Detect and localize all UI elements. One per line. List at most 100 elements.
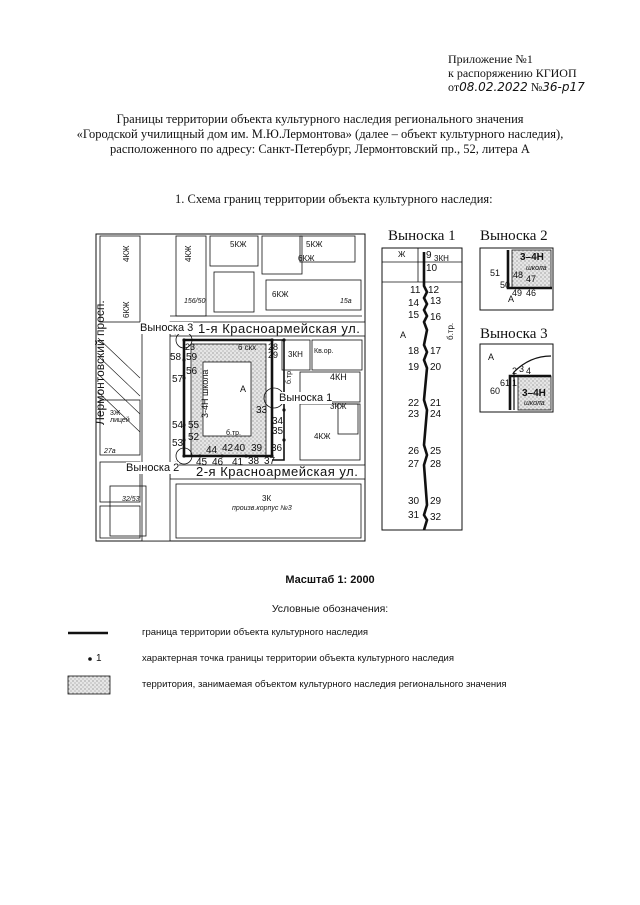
kzh6-mid-label: 6КЖ <box>298 254 315 263</box>
order-date: 08.02.2022 <box>459 80 528 94</box>
c1-p19: 19 <box>408 362 420 373</box>
callout-3-label: Выноска 3 <box>140 322 194 334</box>
appendix-title: Приложение №1 <box>448 52 533 66</box>
c1-p13: 13 <box>430 296 442 307</box>
point-37: 37 <box>264 456 276 467</box>
c2-p46: 46 <box>526 288 537 298</box>
btr2-label: б.тр. <box>286 369 293 384</box>
point-33: 33 <box>256 405 268 416</box>
legend-hatch-symbol <box>67 675 111 695</box>
legend-point-symbol <box>88 657 92 661</box>
kn4-label: 4КН <box>330 372 347 382</box>
c2-school: школа <box>526 265 547 272</box>
callout-2-label: Выноска 2 <box>126 462 180 474</box>
c1-p21: 21 <box>430 398 442 409</box>
kvor-label: Кв.ор. <box>314 348 334 355</box>
point-44: 44 <box>206 445 218 456</box>
street-north-label: 1-я Красноармейская ул. <box>198 321 361 336</box>
c1-p30: 30 <box>408 496 420 507</box>
kzh5b-label: 5КЖ <box>306 240 323 249</box>
street-west-label: Лермонтовский просп. <box>93 300 107 425</box>
kn3-label: 3КН <box>288 350 303 359</box>
c1-p20: 20 <box>430 362 442 373</box>
appendix-header: Приложение №1 к распоряжению КГИОП от08.… <box>448 52 588 94</box>
callout-3-boundary <box>508 374 551 410</box>
callout-1-frame <box>381 247 463 531</box>
k3-label: 3К <box>262 494 272 503</box>
title-line-1: Границы территории объекта культурного н… <box>116 112 524 126</box>
point-55: 55 <box>188 420 200 431</box>
blocks-right <box>281 339 363 461</box>
callout-1-boundary <box>422 252 429 531</box>
diag-lines <box>97 337 141 433</box>
boundary-point-markers <box>182 338 286 458</box>
street-south-label: 2-я Красноармейская ул. <box>196 464 359 479</box>
point-36: 36 <box>271 443 283 454</box>
c1-p11: 11 <box>410 285 421 296</box>
blocks-bottom <box>109 483 362 539</box>
c1-p31: 31 <box>408 510 420 521</box>
c1-p14: 14 <box>408 298 420 309</box>
c3-p61: 61 <box>500 378 511 388</box>
point-23: 23 <box>185 342 196 352</box>
c2-a: А <box>508 294 515 304</box>
c1-p28: 28 <box>430 459 442 470</box>
point-58: 58 <box>170 352 182 363</box>
skh-label: 6 скх <box>238 343 257 352</box>
c3-p3: 3 <box>519 364 525 374</box>
c3-p2: 2 <box>512 366 518 376</box>
legend-point-text: характерная точка границы территории объ… <box>142 653 454 664</box>
point-38: 38 <box>248 456 260 467</box>
point-29: 29 <box>268 350 279 360</box>
c1-p9: 9 <box>426 250 432 261</box>
callout-3-title: Выноска 3 <box>480 326 548 342</box>
school-label: 3-4Н школа <box>200 369 210 418</box>
c3-p1: 1 <box>512 378 518 388</box>
c1-p12: 12 <box>428 285 440 296</box>
point-28: 28 <box>268 342 279 352</box>
legend-line-text: граница территории объекта культурного н… <box>142 627 369 638</box>
c1-p24: 24 <box>430 409 442 420</box>
kzh5-label: 5КЖ <box>230 240 247 249</box>
c3-bld: 3–4Н <box>522 388 546 399</box>
order-line: к распоряжению КГИОП <box>448 66 577 80</box>
kzh6-top-label: 6КЖ <box>272 290 289 299</box>
lit-a-label: А <box>240 384 247 394</box>
legend-point-marker: 1 <box>96 653 102 664</box>
heritage-courtyard <box>202 361 252 437</box>
point-41: 41 <box>232 457 244 468</box>
btr1-label: б.тр. <box>226 430 241 437</box>
point-56: 56 <box>186 366 198 377</box>
legend-hatch-text: территория, занимаемая объектом культурн… <box>142 679 507 690</box>
c2-p49: 49 <box>512 288 523 298</box>
callout-1-title: Выноска 1 <box>388 228 456 244</box>
scale-label: Масштаб 1: 2000 <box>285 574 375 586</box>
c2-p48: 48 <box>513 270 524 280</box>
c1-zh: Ж <box>398 250 406 259</box>
blocks-top <box>99 235 362 323</box>
legend-heading: Условные обозначения: <box>271 603 389 615</box>
c3-a: А <box>488 352 495 362</box>
order-number: 36-р17 <box>542 80 585 94</box>
number-prefix: № <box>530 80 543 94</box>
c1-p23: 23 <box>408 409 420 420</box>
point-35: 35 <box>272 426 284 437</box>
point-39: 39 <box>251 443 263 454</box>
point-40: 40 <box>234 443 246 454</box>
kzh4-mid-label: 4КЖ <box>314 432 331 441</box>
c1-p22: 22 <box>408 398 420 409</box>
callout-2-title: Выноска 2 <box>480 228 548 244</box>
c1-p10: 10 <box>426 263 438 274</box>
street-west <box>141 331 171 542</box>
c2-bld: 3–4Н <box>520 252 544 263</box>
c3-p4: 4 <box>526 366 532 376</box>
c1-a: А <box>400 330 407 340</box>
title-line-2: «Городской училищный дом им. М.Ю.Лермонт… <box>76 127 564 141</box>
callout-2-boundary <box>506 250 552 290</box>
callout-1-label: Выноска 1 <box>279 392 333 404</box>
point-59: 59 <box>186 352 198 363</box>
point-57: 57 <box>172 374 184 385</box>
c1-p16: 16 <box>430 312 442 323</box>
c2-p51: 51 <box>490 268 501 278</box>
